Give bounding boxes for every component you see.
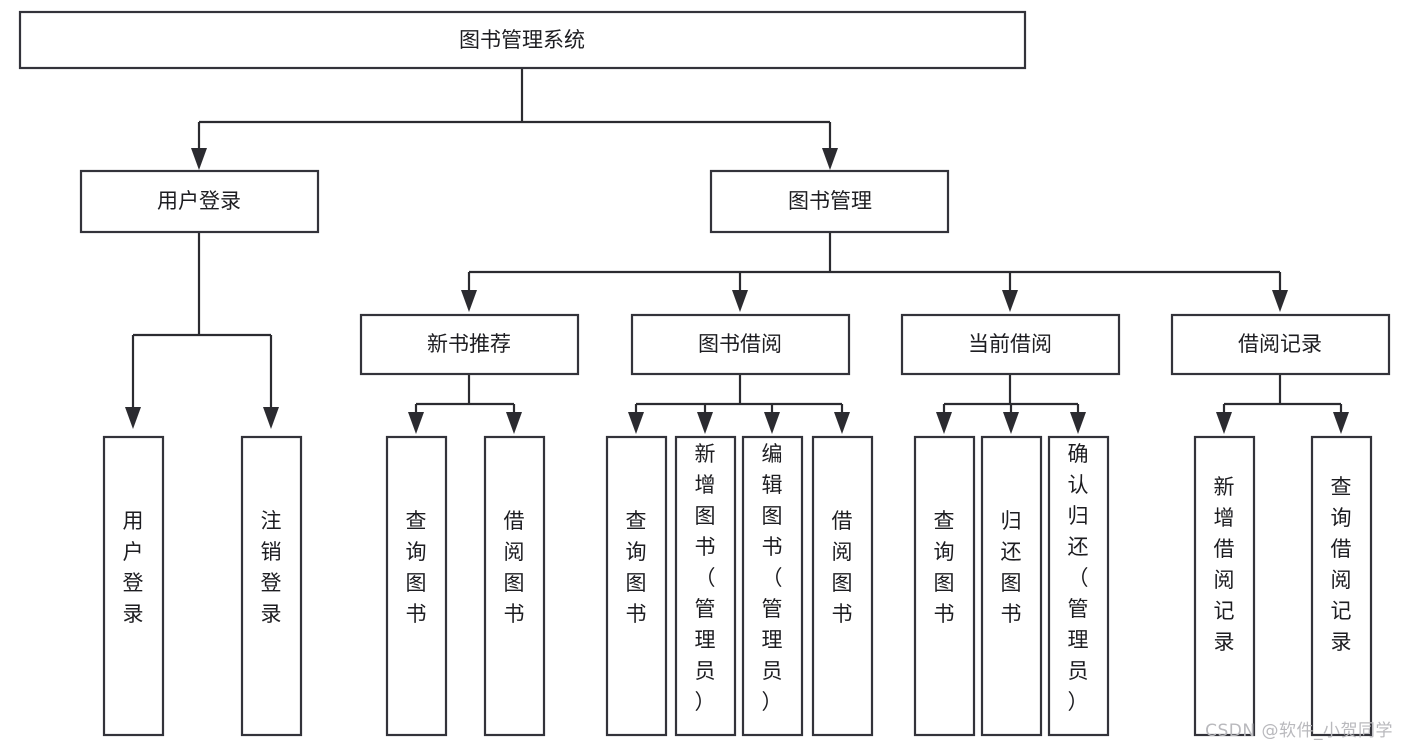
- arrow-icon-leaf-add-book: [697, 412, 713, 434]
- arrow-icon-to-current-borrow: [1002, 290, 1018, 312]
- connector-group-user-login: [125, 232, 279, 429]
- arrow-icon-to-book-manage: [822, 148, 838, 170]
- node-leaf-query-book-1[interactable]: 查询图书: [385, 435, 448, 737]
- node-leaf-edit-book[interactable]: 编辑图书（管理员）: [741, 435, 804, 737]
- arrow-icon-leaf-edit-book: [764, 412, 780, 434]
- node-leaf-borrow-book-2-label: 借阅图书: [832, 509, 853, 626]
- arrow-icon-to-new-book-recommend: [461, 290, 477, 312]
- connector-group-book-borrow: [628, 374, 850, 434]
- connector-group-current-borrow: [936, 374, 1086, 434]
- node-book-manage-box[interactable]: [709, 169, 950, 234]
- node-leaf-borrow-book-1-box[interactable]: [483, 435, 546, 737]
- arrow-icon-leaf-query-book-2: [628, 412, 644, 434]
- node-leaf-query-book-3[interactable]: 查询图书: [913, 435, 976, 737]
- node-leaf-user-login[interactable]: 用户登录: [102, 435, 165, 737]
- node-leaf-logout-login-box[interactable]: [240, 435, 303, 737]
- arrow-icon-leaf-query-book-3: [936, 412, 952, 434]
- arrow-icon-leaf-borrow-book-1: [506, 412, 522, 434]
- node-leaf-borrow-book-2-box[interactable]: [811, 435, 874, 737]
- node-leaf-query-book-1-label: 查询图书: [406, 509, 427, 626]
- node-book-borrow-label: 图书借阅: [698, 332, 782, 356]
- node-user-login-box[interactable]: [79, 169, 320, 234]
- node-user-login-label: 用户登录: [157, 189, 241, 213]
- node-leaf-edit-book-label: 编辑图书（管理员）: [762, 442, 783, 714]
- node-leaf-logout-login[interactable]: 注销登录: [240, 435, 303, 737]
- node-root-box[interactable]: [18, 10, 1027, 70]
- node-leaf-user-login-label: 用户登录: [123, 509, 144, 626]
- arrow-icon-leaf-borrow-book-2: [834, 412, 850, 434]
- arrow-icon-leaf-confirm-return: [1070, 412, 1086, 434]
- node-leaf-edit-book-box[interactable]: [741, 435, 804, 737]
- node-leaf-user-login-box[interactable]: [102, 435, 165, 737]
- node-borrow-record-box[interactable]: [1170, 313, 1391, 376]
- node-leaf-add-record-label: 新增借阅记录: [1214, 475, 1235, 654]
- node-leaf-add-book-label: 新增图书（管理员）: [695, 442, 716, 714]
- node-leaf-confirm-return[interactable]: 确认归还（管理员）: [1047, 435, 1110, 737]
- arrow-icon-to-borrow-record: [1272, 290, 1288, 312]
- node-new-book-recommend-label: 新书推荐: [427, 332, 511, 356]
- node-root[interactable]: 图书管理系统: [18, 10, 1027, 70]
- node-leaf-add-record[interactable]: 新增借阅记录: [1193, 435, 1256, 737]
- node-leaf-confirm-return-label: 确认归还（管理员）: [1068, 442, 1089, 714]
- connector-group-borrow-record: [1216, 374, 1349, 434]
- node-new-book-recommend[interactable]: 新书推荐: [359, 313, 580, 376]
- arrow-icon-leaf-return-book: [1003, 412, 1019, 434]
- node-root-label: 图书管理系统: [459, 28, 585, 52]
- connector-group-root: [191, 68, 838, 170]
- node-borrow-record-label: 借阅记录: [1238, 332, 1322, 356]
- watermark-label: CSDN @软件_小贺同学: [1205, 721, 1393, 741]
- node-book-manage[interactable]: 图书管理: [709, 169, 950, 234]
- node-borrow-record[interactable]: 借阅记录: [1170, 313, 1391, 376]
- node-leaf-query-book-2[interactable]: 查询图书: [605, 435, 668, 737]
- arrow-icon-leaf-query-book-1: [408, 412, 424, 434]
- node-leaf-borrow-book-1[interactable]: 借阅图书: [483, 435, 546, 737]
- arrow-icon-leaf-add-record: [1216, 412, 1232, 434]
- arrow-icon-to-user-login: [191, 148, 207, 170]
- node-leaf-query-book-1-box[interactable]: [385, 435, 448, 737]
- node-leaf-return-book-label: 归还图书: [1001, 509, 1022, 626]
- node-leaf-query-book-2-box[interactable]: [605, 435, 668, 737]
- node-leaf-logout-login-label: 注销登录: [261, 509, 282, 626]
- node-leaf-add-book-box[interactable]: [674, 435, 737, 737]
- node-current-borrow-box[interactable]: [900, 313, 1121, 376]
- node-leaf-query-record-label: 查询借阅记录: [1331, 475, 1352, 654]
- node-leaf-return-book[interactable]: 归还图书: [980, 435, 1043, 737]
- arrow-icon-leaf-logout-login: [263, 407, 279, 429]
- node-current-borrow-label: 当前借阅: [968, 332, 1052, 356]
- node-leaf-query-book-3-box[interactable]: [913, 435, 976, 737]
- connector-group-new-book-recommend: [408, 374, 522, 434]
- node-leaf-confirm-return-box[interactable]: [1047, 435, 1110, 737]
- node-leaf-query-book-3-label: 查询图书: [934, 509, 955, 626]
- connector-group-book-manage: [461, 232, 1288, 312]
- node-leaf-add-record-box[interactable]: [1193, 435, 1256, 737]
- node-user-login[interactable]: 用户登录: [79, 169, 320, 234]
- node-book-manage-label: 图书管理: [788, 189, 872, 213]
- node-book-borrow[interactable]: 图书借阅: [630, 313, 851, 376]
- node-leaf-borrow-book-2[interactable]: 借阅图书: [811, 435, 874, 737]
- node-leaf-query-record[interactable]: 查询借阅记录: [1310, 435, 1373, 737]
- node-leaf-query-record-box[interactable]: [1310, 435, 1373, 737]
- arrow-icon-leaf-query-record: [1333, 412, 1349, 434]
- node-leaf-query-book-2-label: 查询图书: [626, 509, 647, 626]
- node-leaf-borrow-book-1-label: 借阅图书: [504, 509, 525, 626]
- node-leaf-return-book-box[interactable]: [980, 435, 1043, 737]
- node-current-borrow[interactable]: 当前借阅: [900, 313, 1121, 376]
- node-book-borrow-box[interactable]: [630, 313, 851, 376]
- arrow-icon-leaf-user-login: [125, 407, 141, 429]
- node-leaf-add-book[interactable]: 新增图书（管理员）: [674, 435, 737, 737]
- arrow-icon-to-book-borrow: [732, 290, 748, 312]
- node-new-book-recommend-box[interactable]: [359, 313, 580, 376]
